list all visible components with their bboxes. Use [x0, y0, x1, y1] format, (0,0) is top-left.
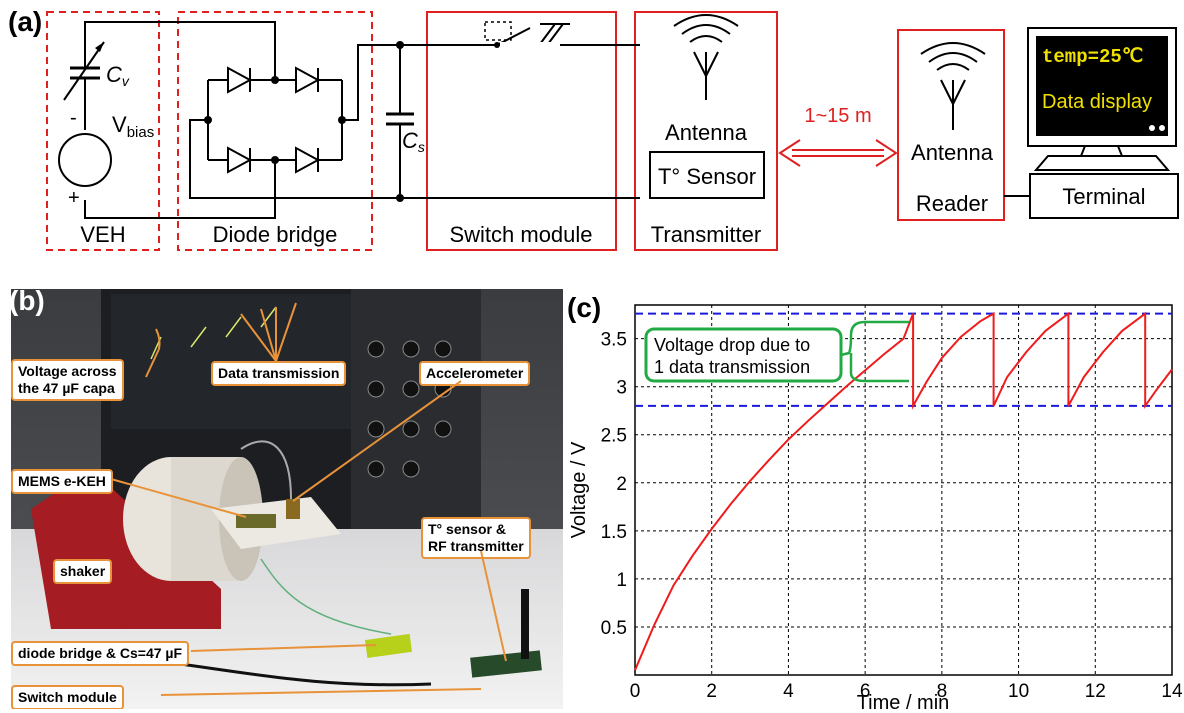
- veh-label: VEH: [80, 222, 125, 247]
- voltage-series-line: [634, 311, 1173, 671]
- bottom-wire: [84, 160, 276, 219]
- shaker-stand: [31, 469, 221, 629]
- screen-data-text: Data display: [1042, 91, 1152, 113]
- diode-4: [295, 146, 321, 174]
- top-wire: [84, 21, 276, 80]
- annotation-brace: [840, 320, 909, 383]
- callout-sensor: T° sensor & RF transmitter: [421, 517, 531, 559]
- terminal-box: [1029, 173, 1179, 219]
- panel-c-label: (c): [567, 292, 602, 323]
- diode-1: [227, 66, 253, 94]
- y-tick-label: 0.5: [601, 618, 627, 639]
- y-axis-label: Voltage / V: [568, 441, 590, 538]
- cv-label: Cv: [106, 62, 130, 89]
- y-tick-label: 1.5: [601, 522, 627, 543]
- monitor-base: [1033, 155, 1171, 171]
- callout-mems: MEMS e-KEH: [11, 469, 113, 494]
- vbias-label: Vbias: [112, 112, 154, 141]
- transmitter-label: Transmitter: [651, 222, 761, 247]
- transmitter-box: [634, 11, 778, 251]
- sensor-label: T° Sensor: [658, 164, 756, 189]
- callout-diode: diode bridge & Cs=47 µF: [11, 641, 190, 666]
- annotation-line2: 1 data transmission: [654, 357, 810, 377]
- callout-lines: [110, 302, 507, 696]
- sensor-box: [649, 151, 765, 199]
- annotation-line1: Voltage drop due to: [654, 335, 810, 355]
- x-tick-label: 12: [1085, 681, 1106, 702]
- callout-accelerometer: Accelerometer: [419, 361, 531, 386]
- terminal-label: Terminal: [1062, 184, 1145, 209]
- plus-sign: +: [68, 187, 80, 209]
- x-tick-label: 14: [1161, 681, 1182, 702]
- callout-shaker: shaker: [53, 559, 113, 584]
- tick-labels: 0 2 4 6 8 10 12 14 0.5 1 1.5 2 2.5 3 3.5: [601, 330, 1182, 702]
- distance-label: 1~15 m: [804, 105, 871, 127]
- minus-sign: -: [70, 107, 77, 129]
- x-tick-label: 10: [1008, 681, 1029, 702]
- distance-arrow: [778, 139, 898, 167]
- antenna-tx-label: Antenna: [665, 120, 748, 145]
- x-tick-label: 8: [937, 681, 948, 702]
- voltage-chart: 0 2 4 6 8 10 12 14 0.5 1 1.5 2 2.5 3 3.5 Time / min Vo…: [568, 304, 1182, 713]
- diode-2: [295, 66, 321, 94]
- screen-temp-text: temp=25℃: [1042, 46, 1143, 68]
- reader-antenna-icon: [920, 42, 986, 130]
- voltage-source: [58, 133, 112, 187]
- switch-module-label: Switch module: [449, 222, 592, 247]
- y-tick-label: 3.5: [601, 330, 627, 351]
- experiment-photo: (b) Voltage across the 47 µF capa Data t…: [11, 289, 563, 709]
- circuit-diagram: VEH Diode bridge Switch module Transmitt…: [46, 11, 1179, 251]
- x-tick-label: 4: [783, 681, 794, 702]
- panel-b-label: (b): [11, 289, 45, 316]
- x-axis-label: Time / min: [857, 692, 950, 713]
- y-tick-label: 2.5: [601, 426, 627, 447]
- monitor-screen: [1036, 36, 1168, 136]
- x-tick-label: 0: [630, 681, 641, 702]
- diode-bridge-box: [177, 11, 373, 251]
- y-tick-label: 1: [616, 570, 627, 591]
- switch-module-box: [426, 11, 617, 251]
- transmitter-antenna-icon: [673, 14, 739, 100]
- callout-data-transmission: Data transmission: [211, 361, 347, 386]
- callout-switch: Switch module: [11, 685, 124, 709]
- callout-voltage: Voltage across the 47 µF capa: [11, 359, 124, 401]
- diode-3: [227, 146, 253, 174]
- reference-lines: [635, 312, 1172, 407]
- veh-box: [46, 11, 160, 251]
- x-tick-label: 6: [860, 681, 871, 702]
- panel-a-label: (a): [8, 6, 43, 37]
- reader-box: [897, 29, 1005, 221]
- cs-label: Cs: [402, 128, 425, 155]
- diode-bridge-label: Diode bridge: [213, 222, 338, 247]
- x-tick-label: 2: [706, 681, 717, 702]
- y-tick-label: 2: [616, 474, 627, 495]
- antenna-rx-label: Antenna: [911, 140, 994, 165]
- y-tick-label: 3: [616, 378, 627, 399]
- reader-label: Reader: [916, 191, 988, 216]
- switch-dashed: [484, 21, 512, 41]
